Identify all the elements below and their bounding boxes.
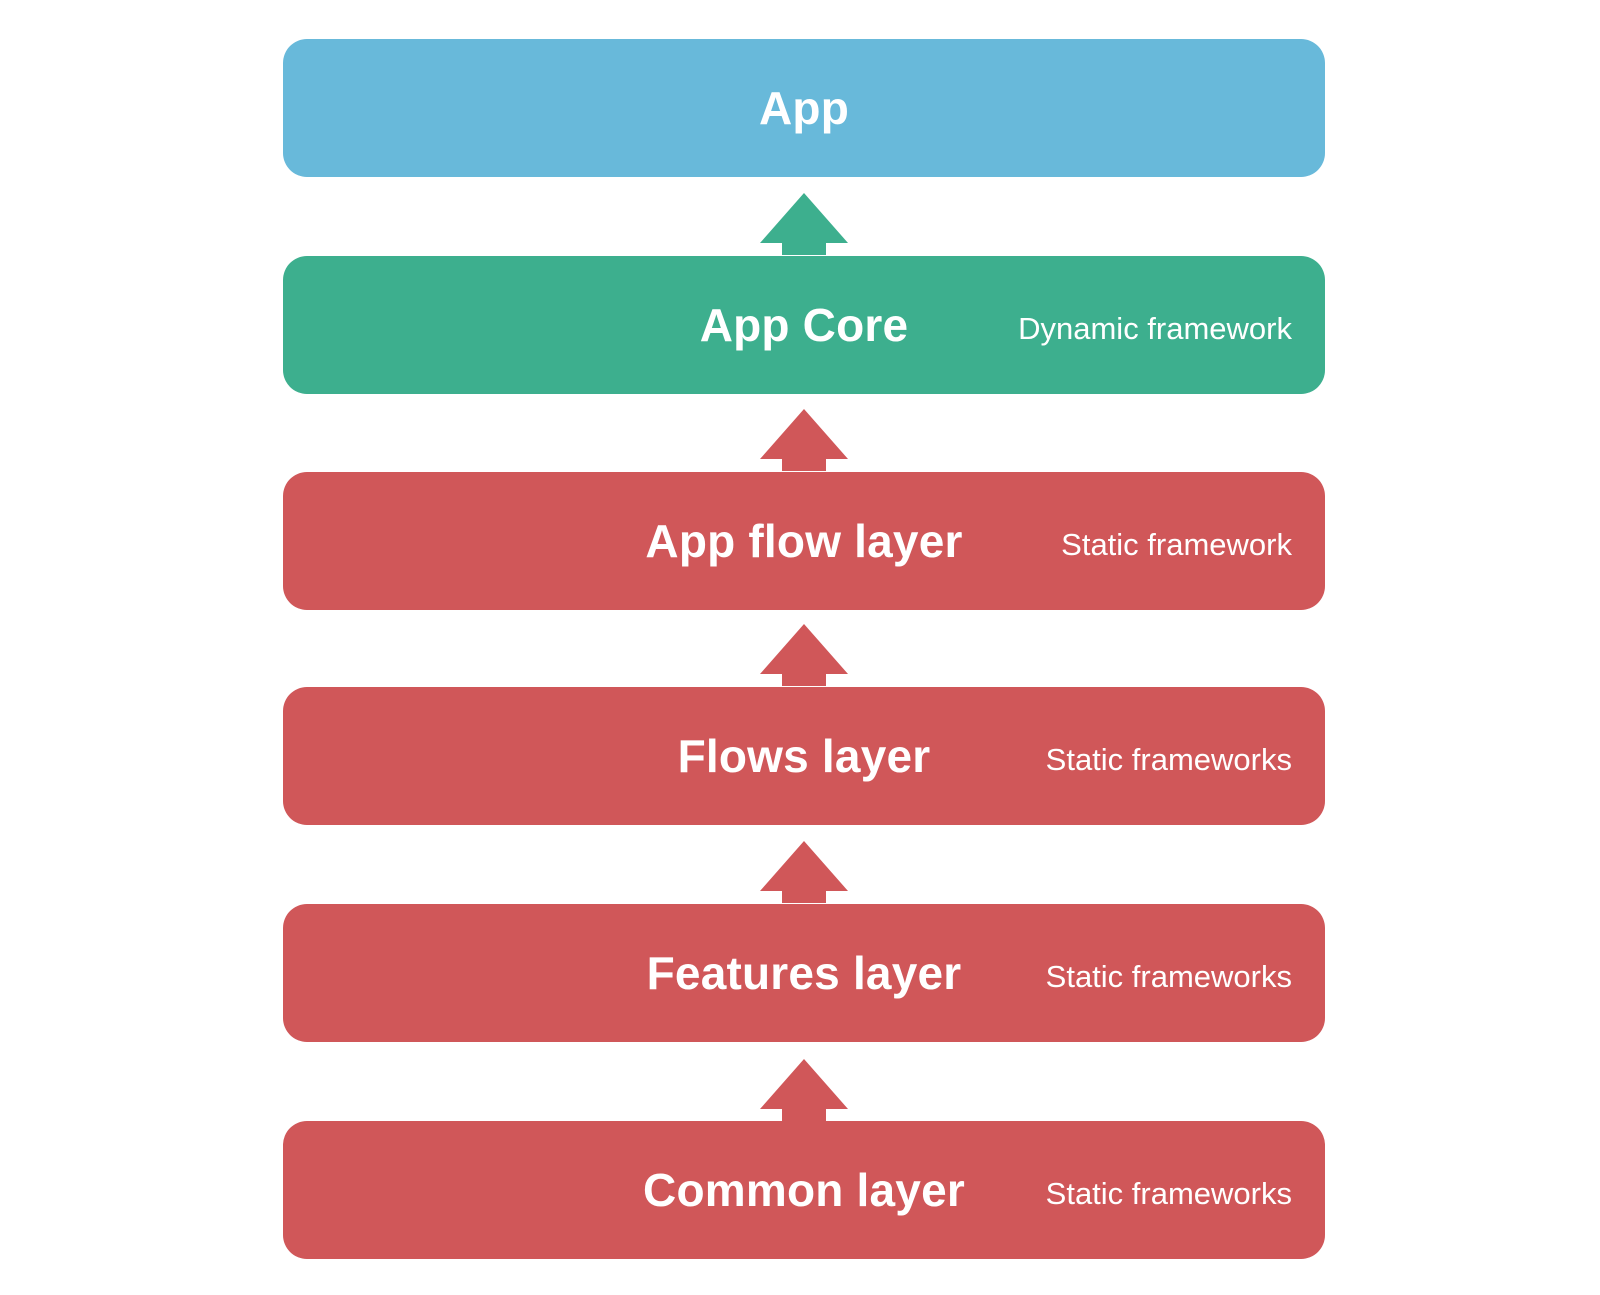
arrow-up-icon [760,841,848,903]
layer-features: Features layer Static frameworks [283,904,1325,1042]
arrow-shape [760,409,848,471]
arrow-shape [760,1059,848,1121]
layer-title: App [758,82,850,134]
arrow-up-icon [760,409,848,471]
arrow-up-icon [760,1059,848,1121]
layer-title: Common layer [643,1164,965,1216]
layer-subtitle: Static frameworks [1045,959,1292,994]
layer-title: App flow layer [645,515,963,567]
layer-common: Common layer Static frameworks [283,1121,1325,1259]
layer-title: Features layer [646,947,962,999]
arrow-shape [760,624,848,686]
layer-app: App [283,39,1325,177]
arrow-shape [760,841,848,903]
arrow-up-icon [760,193,848,255]
layer-subtitle: Static frameworks [1045,1176,1292,1211]
layer-app-core: App Core Dynamic framework [283,256,1325,394]
layer-subtitle: Static frameworks [1045,742,1292,777]
arrow-up-icon [760,624,848,686]
layer-app-flow: App flow layer Static framework [283,472,1325,610]
layer-subtitle: Static framework [1061,527,1292,562]
layer-flows: Flows layer Static frameworks [283,687,1325,825]
layer-title: Flows layer [677,730,931,782]
layer-subtitle: Dynamic framework [1018,311,1292,346]
layer-title: App Core [699,299,909,351]
arrow-shape [760,193,848,255]
